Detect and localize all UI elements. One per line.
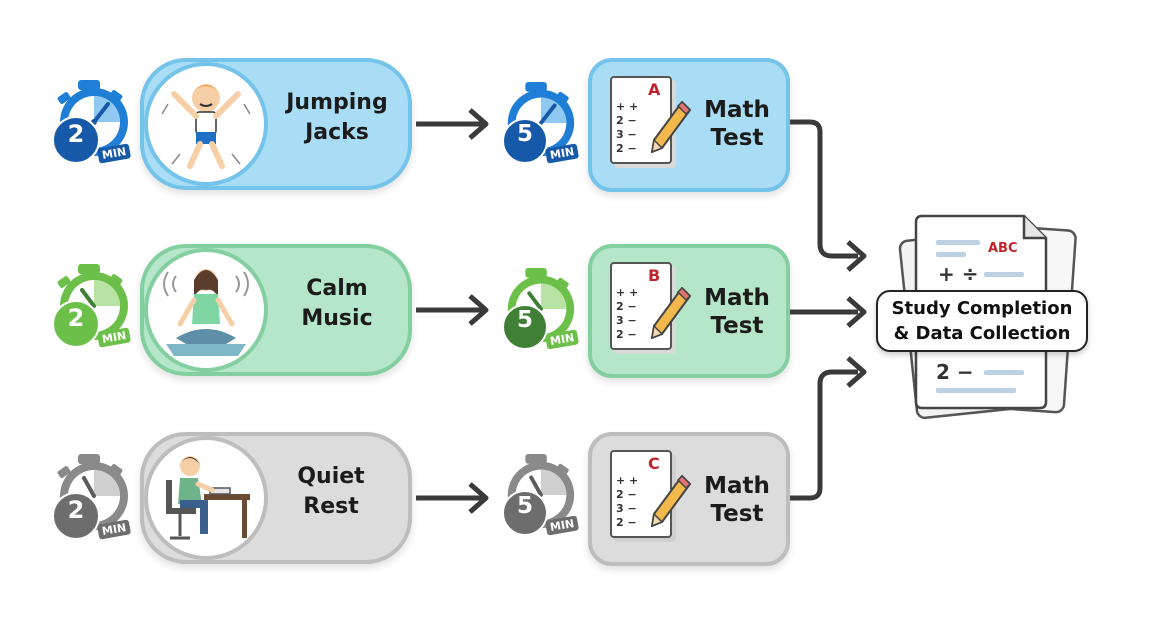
document-line: 2 −	[936, 360, 974, 384]
rest-minutes: 2	[67, 120, 85, 148]
arrow-right-icon	[416, 108, 489, 140]
worksheet-line: + +	[616, 100, 639, 113]
worksheet-line: 2 −	[616, 516, 637, 529]
timer-badge	[502, 118, 548, 164]
stopwatch-icon	[507, 453, 575, 529]
arrow-right-icon	[416, 482, 489, 514]
timer-badge	[52, 492, 100, 540]
pencil-icon	[651, 474, 692, 528]
document-symbols: + ÷	[938, 262, 979, 286]
test-minutes: 5	[516, 121, 533, 147]
worksheet-line: 3 −	[616, 128, 637, 141]
study-completion-label: Study Completion & Data Collection	[876, 290, 1088, 352]
worksheet-version-letter: A	[648, 80, 661, 99]
worksheet-line: + +	[616, 474, 639, 487]
worksheet-line: 2 −	[616, 328, 637, 341]
worksheet-line: 2 −	[616, 142, 637, 155]
activity-label: Jumping Jacks	[286, 90, 388, 145]
activity-label: Calm Music	[301, 276, 373, 331]
arrow-right-icon	[416, 294, 489, 326]
worksheet-line: 2 −	[616, 488, 637, 501]
timer-badge	[502, 304, 548, 350]
test-minutes: 5	[516, 307, 533, 333]
worksheet-line: 3 −	[616, 502, 637, 515]
timer-badge	[52, 116, 100, 164]
jumping-child-icon	[161, 84, 251, 169]
worksheet-version-letter: C	[648, 454, 660, 473]
timer-badge	[502, 490, 548, 536]
timer-badge	[52, 300, 100, 348]
person-at-desk-icon	[166, 456, 250, 540]
worksheet-line: + +	[616, 286, 639, 299]
test-label: Math Test	[704, 285, 770, 339]
worksheet-icon	[610, 76, 672, 164]
test-minutes: 5	[516, 493, 533, 519]
activity-label: Quiet Rest	[297, 464, 365, 519]
worksheet-version-letter: B	[648, 266, 661, 285]
document-header: ABC	[988, 241, 1018, 256]
rest-minutes: 2	[67, 304, 85, 332]
worksheet-line: 2 −	[616, 114, 637, 127]
worksheet-line: 3 −	[616, 314, 637, 327]
meditating-person-icon	[163, 269, 249, 356]
connector-arrows	[790, 119, 867, 501]
test-label: Math Test	[704, 473, 770, 527]
pencil-icon	[651, 100, 692, 154]
rest-minutes: 2	[67, 496, 85, 524]
pencil-icon	[651, 286, 692, 340]
worksheet-line: 2 −	[616, 300, 637, 313]
test-label: Math Test	[704, 97, 770, 151]
